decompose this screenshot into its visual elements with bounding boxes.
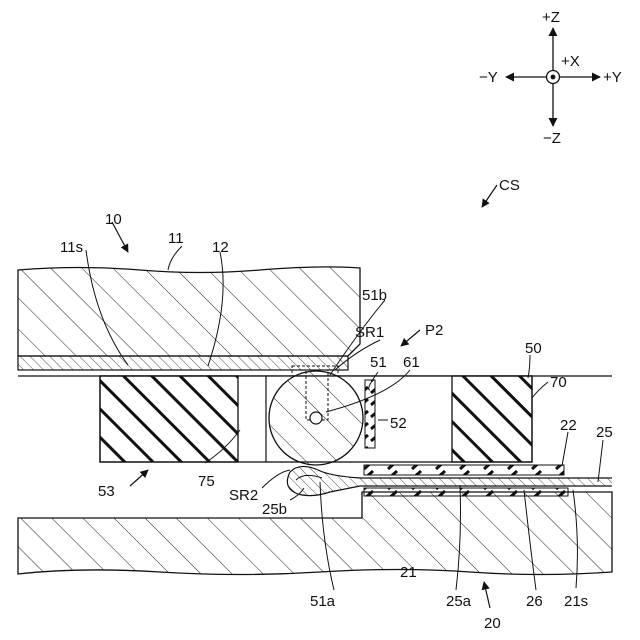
axis-label-minus-z: −Z (543, 130, 561, 147)
label-25: 25 (596, 424, 613, 441)
coordinate-system: +Z +X −Y +Y −Z (479, 9, 622, 147)
strip-22 (364, 465, 564, 475)
arrow-20 (484, 582, 490, 608)
label-21s: 21s (564, 593, 588, 610)
layer-12 (18, 356, 348, 370)
label-12: 12 (212, 239, 229, 256)
upper-member-11 (18, 267, 360, 356)
arrow-53 (130, 470, 148, 486)
label-70: 70 (550, 374, 567, 391)
label-51a: 51a (310, 593, 336, 610)
label-20: 20 (484, 615, 501, 632)
label-61: 61 (403, 354, 420, 371)
strip-26 (364, 488, 568, 496)
axis-label-plus-z: +Z (542, 9, 560, 26)
label-51b: 51b (362, 287, 387, 304)
label-50: 50 (525, 340, 542, 357)
axis-label-minus-y: −Y (479, 69, 498, 86)
label-53: 53 (98, 483, 115, 500)
label-cs: CS (499, 177, 520, 194)
label-25b: 25b (262, 501, 287, 518)
axis-label-plus-x: +X (561, 53, 580, 70)
lower-member-21 (18, 492, 612, 575)
label-11s: 11s (60, 239, 83, 256)
axis-plus-x-dot (551, 75, 556, 80)
label-26: 26 (526, 593, 543, 610)
block-53-left (100, 376, 238, 462)
label-11: 11 (168, 230, 184, 247)
shaft-61 (310, 412, 322, 424)
label-sr2: SR2 (229, 487, 258, 504)
label-p2: P2 (425, 322, 443, 339)
label-25a: 25a (446, 593, 472, 610)
label-75: 75 (198, 473, 215, 490)
label-10: 10 (105, 211, 122, 228)
label-22: 22 (560, 417, 577, 434)
label-52: 52 (390, 415, 407, 432)
arrow-cs (482, 185, 497, 207)
block-70-right (452, 376, 532, 462)
label-51: 51 (370, 354, 387, 371)
arrow-p2 (401, 330, 420, 346)
label-21: 21 (400, 564, 417, 581)
axis-label-plus-y: +Y (603, 69, 622, 86)
label-sr1: SR1 (355, 324, 384, 341)
